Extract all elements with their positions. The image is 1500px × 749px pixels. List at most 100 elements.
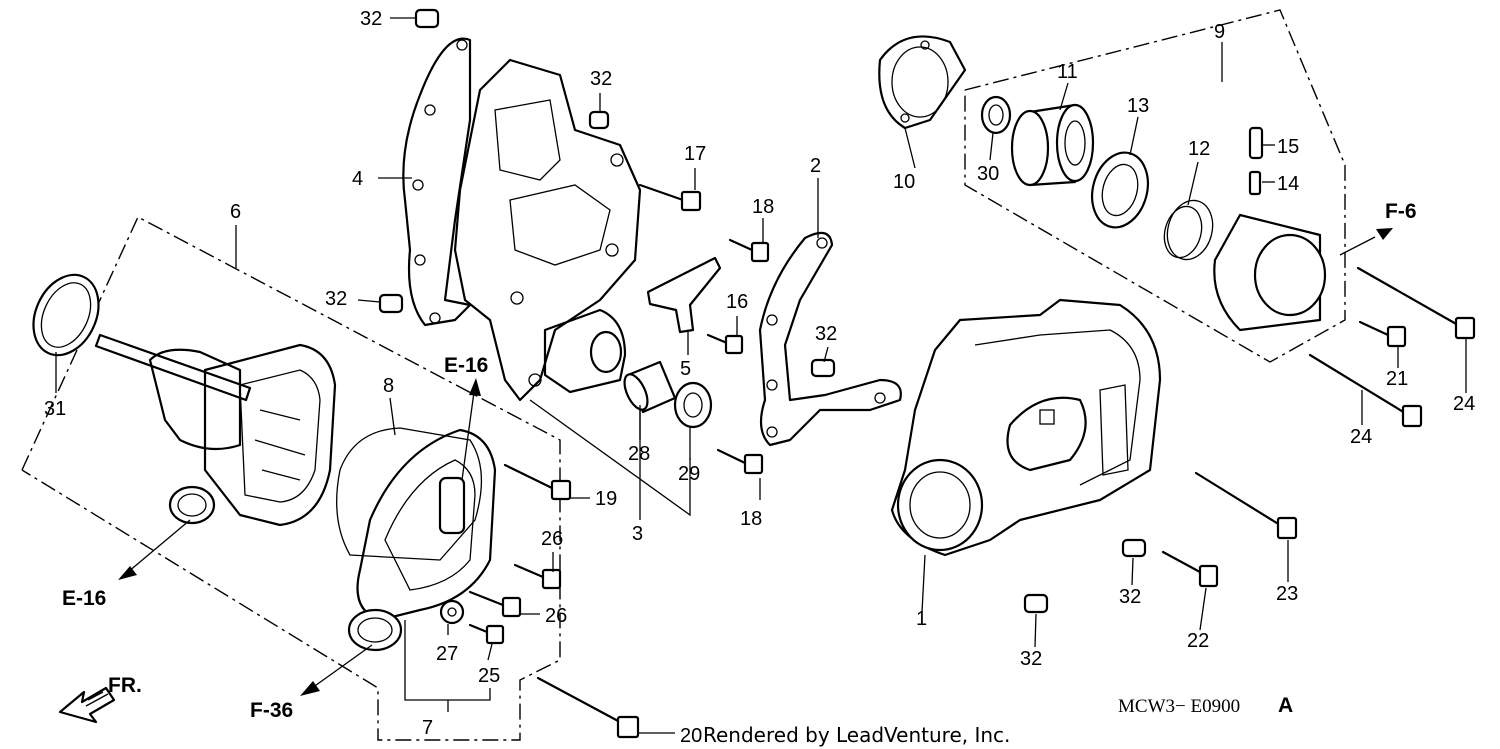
arrow-to-e16-top xyxy=(461,378,481,481)
ref-e16-top: E-16 xyxy=(444,354,488,377)
washer-27 xyxy=(439,599,465,625)
callout-5: 5 xyxy=(680,358,691,380)
callout-14: 14 xyxy=(1277,173,1299,195)
pump-cover-body xyxy=(356,428,497,622)
bolt-21 xyxy=(1358,320,1407,348)
spring-clip-12 xyxy=(1166,199,1214,261)
callout-3: 3 xyxy=(632,523,643,545)
callout-18: 18 xyxy=(752,196,774,218)
cover-opening xyxy=(896,458,984,552)
callout-19: 19 xyxy=(595,488,617,510)
callout-8: 8 xyxy=(383,375,394,397)
flow-arrows xyxy=(118,228,1393,696)
gasket-4 xyxy=(402,37,472,327)
callout-26: 26 xyxy=(541,528,563,550)
bolt-20 xyxy=(536,676,640,739)
upper-right-parts xyxy=(878,35,1327,332)
callout-2: 2 xyxy=(810,155,821,177)
callout-32: 32 xyxy=(815,323,837,345)
callout-20: 20 xyxy=(680,725,702,747)
callout-28: 28 xyxy=(628,443,650,465)
callout-21: 21 xyxy=(1386,368,1408,390)
fitting-14 xyxy=(1248,170,1262,196)
front-direction-arrow: FR. xyxy=(58,674,142,724)
o-ring-8 xyxy=(336,427,483,561)
bolt-23 xyxy=(1194,471,1298,540)
callout-1: 1 xyxy=(916,608,927,630)
callout-16: 16 xyxy=(726,291,748,313)
callout-25: 25 xyxy=(478,665,500,687)
bolt-25 xyxy=(468,623,505,645)
group-boundaries xyxy=(21,9,1346,741)
bolt-24-upper xyxy=(1356,266,1476,340)
callout-22: 22 xyxy=(1187,630,1209,652)
callout-32: 32 xyxy=(1020,648,1042,670)
bolt-18-lower xyxy=(716,448,764,475)
left-crankcase-cover xyxy=(890,298,1162,557)
ref-f36: F-36 xyxy=(250,699,293,722)
callout-24: 24 xyxy=(1453,393,1475,415)
bolt-16 xyxy=(706,333,744,355)
o-ring-31 xyxy=(32,273,100,357)
bolt-26-lower xyxy=(468,590,522,618)
fitting-15 xyxy=(1248,126,1264,160)
reference-labels: E-16 E-16 F-36 F-6 xyxy=(62,200,1417,722)
callout-7: 7 xyxy=(422,717,433,739)
bolts xyxy=(439,183,1476,739)
callout-15: 15 xyxy=(1277,136,1299,158)
arrow-to-f36 xyxy=(300,644,373,696)
callout-27: 27 xyxy=(436,643,458,665)
gasket-10 xyxy=(878,35,967,130)
drawing-code: MCW3− E0900 xyxy=(1118,696,1240,717)
dowel-pin xyxy=(1121,538,1147,558)
arrow-to-f6 xyxy=(1376,228,1393,240)
pump-cover-pipe xyxy=(347,608,403,652)
water-pump-group-boundary xyxy=(21,216,561,741)
front-label: FR. xyxy=(108,674,142,697)
bolt-19 xyxy=(503,463,572,501)
callout-32: 32 xyxy=(360,8,382,30)
callout-18: 18 xyxy=(740,508,762,530)
callout-9: 9 xyxy=(1214,21,1225,43)
callout-6: 6 xyxy=(230,201,241,223)
dowel-pin xyxy=(414,8,440,29)
callout-23: 23 xyxy=(1276,583,1298,605)
bolt-18-upper xyxy=(728,238,770,263)
callout-31: 31 xyxy=(44,398,66,420)
bracket-5 xyxy=(646,256,722,334)
dowel-pin xyxy=(588,110,610,130)
bolt-22 xyxy=(1161,550,1219,588)
middle-small-parts xyxy=(623,256,722,429)
dowel-pins xyxy=(378,8,1147,614)
water-pump-body xyxy=(32,273,337,527)
pump-outlet-pipe xyxy=(168,485,216,525)
gasket-2 xyxy=(758,231,902,447)
callout-32: 32 xyxy=(1119,586,1141,608)
credit-text: Rendered by LeadVenture, Inc. xyxy=(703,723,1010,747)
bolt-17 xyxy=(638,183,702,212)
callouts: 32 32 4 32 17 18 16 32 2 5 28 29 3 19 18… xyxy=(44,8,1475,747)
ref-f6: F-6 xyxy=(1385,200,1417,223)
dowel-pin xyxy=(810,358,836,378)
callout-12: 12 xyxy=(1188,138,1210,160)
bolt-24-lower xyxy=(1308,353,1423,428)
cover-bearing-group-boundary xyxy=(964,9,1346,363)
pump-impeller-housing xyxy=(203,343,337,527)
dowel-pin xyxy=(1023,593,1049,614)
pump-shaft xyxy=(94,333,252,402)
callout-32: 32 xyxy=(325,288,347,310)
callout-4: 4 xyxy=(352,168,363,190)
callout-32: 32 xyxy=(590,68,612,90)
drawing-code-suffix: A xyxy=(1278,694,1293,717)
seal-13 xyxy=(1091,151,1149,229)
oil-seal-29 xyxy=(673,381,713,429)
callout-30: 30 xyxy=(977,163,999,185)
callout-24: 24 xyxy=(1350,426,1372,448)
callout-13: 13 xyxy=(1127,95,1149,117)
pump-cover xyxy=(336,427,497,652)
bolt-26-upper xyxy=(513,563,562,590)
callout-10: 10 xyxy=(893,171,915,193)
callout-26: 26 xyxy=(545,605,567,627)
callout-17: 17 xyxy=(684,143,706,165)
